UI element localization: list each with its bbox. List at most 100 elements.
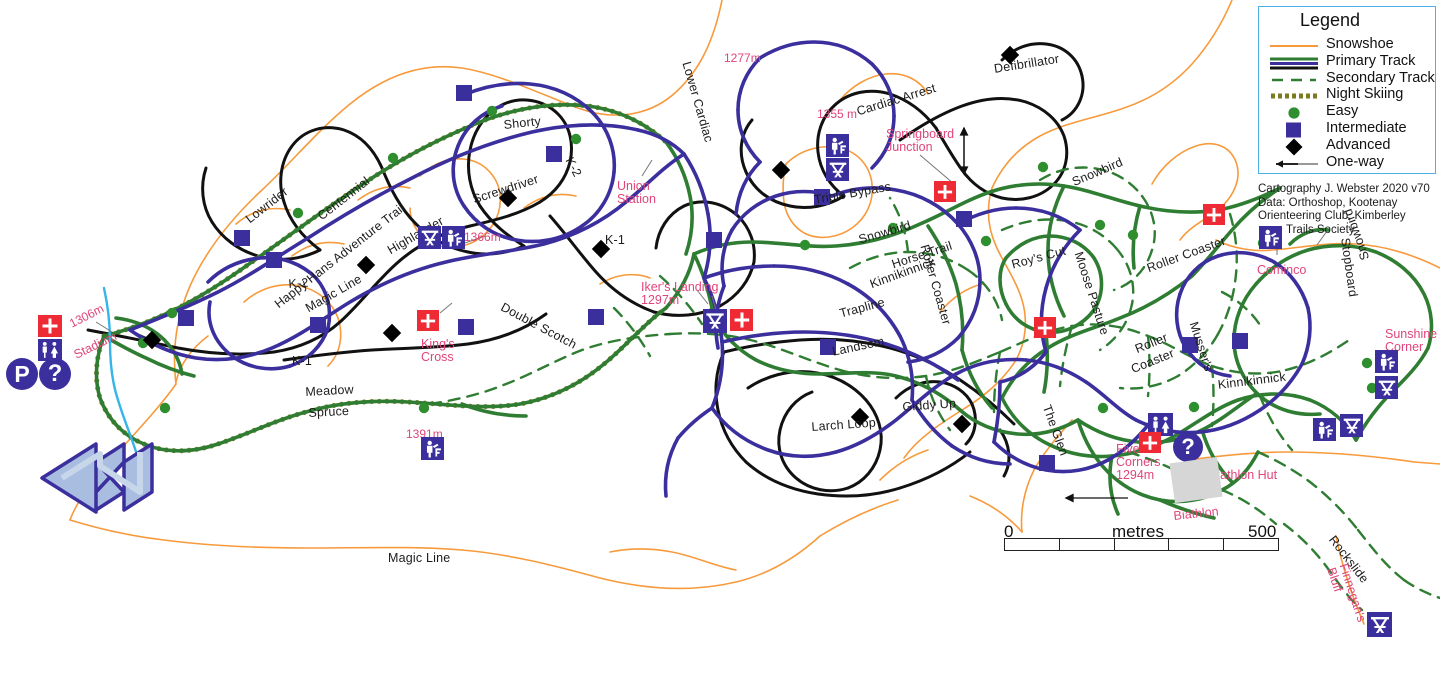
first-aid-icon xyxy=(934,181,956,202)
place-name-label: Springboard Junction xyxy=(886,127,955,154)
legend-item-snowshoe: Snowshoe xyxy=(1268,36,1438,55)
legend-item-label: Night Skiing xyxy=(1326,86,1404,103)
easy-marker xyxy=(387,152,399,164)
warming-hut-icon xyxy=(1313,418,1336,441)
easy-marker xyxy=(292,207,304,219)
easy-marker xyxy=(1361,357,1373,369)
advanced-marker xyxy=(356,255,376,275)
easy-marker xyxy=(1188,401,1200,413)
warming-hut-icon xyxy=(421,437,444,460)
parking-icon: P xyxy=(6,358,38,390)
black-diamond-icon xyxy=(1268,138,1320,156)
warming-hut-icon xyxy=(442,226,465,249)
elevation-label: 1366m xyxy=(464,230,501,244)
legend-item-label: One-way xyxy=(1326,153,1385,170)
blue-square-icon xyxy=(1268,121,1320,139)
easy-marker xyxy=(418,402,430,414)
legend-item-label: Primary Track xyxy=(1326,52,1416,69)
scale-min-label: 0 xyxy=(1004,522,1014,541)
advanced-marker xyxy=(591,239,611,259)
triple-stacked-line-icon xyxy=(1268,54,1320,72)
legend-item-night-skiing: Night Skiing xyxy=(1268,86,1438,105)
secondary-green-trails xyxy=(428,166,1440,612)
intermediate-marker xyxy=(706,232,722,248)
first-aid-icon xyxy=(1203,204,1225,225)
elevation-label: 1277m xyxy=(724,51,761,65)
place-name-label: Cominco xyxy=(1257,263,1307,277)
solid-orange-line-icon xyxy=(1268,37,1320,55)
intermediate-marker xyxy=(234,230,250,246)
legend-item-label: Intermediate xyxy=(1326,120,1407,136)
legend-item-label: Snowshoe xyxy=(1326,36,1394,52)
intermediate-marker xyxy=(820,339,836,355)
easy-marker xyxy=(887,222,899,234)
legend-item-label: Advanced xyxy=(1326,136,1391,153)
intermediate-marker xyxy=(546,146,562,162)
first-aid-icon xyxy=(1034,317,1056,338)
place-name-label: Biathlon Hut xyxy=(1209,468,1278,482)
left-arrow-icon xyxy=(1268,155,1320,173)
scale-unit-label: metres xyxy=(1112,522,1164,541)
advanced-marker xyxy=(771,160,791,180)
intermediate-marker xyxy=(266,252,282,268)
legend-item-label: Easy xyxy=(1326,103,1359,120)
advanced-markers xyxy=(142,45,1020,434)
biathlon-range-shape xyxy=(1169,456,1223,504)
legend-item-intermediate: Intermediate xyxy=(1268,120,1438,139)
intermediate-marker xyxy=(814,189,830,205)
intermediate-marker xyxy=(310,317,326,333)
place-name-label: Iker's Landing 1297m xyxy=(641,280,719,307)
elevation-label: 1355 m xyxy=(817,107,858,121)
picnic-icon xyxy=(1375,376,1398,399)
trail-name-label: Meadow xyxy=(305,382,355,399)
easy-marker xyxy=(486,105,498,117)
picnic-icon xyxy=(418,226,441,249)
first-aid-icon xyxy=(730,309,753,331)
advanced-marker xyxy=(382,323,402,343)
legend-item-one-way: One-way xyxy=(1268,153,1438,173)
intermediate-marker xyxy=(1232,333,1248,349)
easy-marker xyxy=(1037,161,1049,173)
trail-name-label: Spruce xyxy=(308,403,350,420)
intermediate-marker xyxy=(458,319,474,335)
picnic-icon xyxy=(1367,612,1392,637)
easy-marker xyxy=(799,239,811,251)
easy-marker xyxy=(159,402,171,414)
intermediate-marker xyxy=(1182,337,1198,353)
one-way-arrows xyxy=(959,126,1128,503)
legend-item-advanced: Advanced xyxy=(1268,136,1438,156)
legend-title: Legend xyxy=(1300,10,1361,30)
advanced-marker xyxy=(498,188,518,208)
intermediate-marker xyxy=(178,310,194,326)
washroom-icon xyxy=(38,339,62,361)
advanced-marker xyxy=(1000,45,1020,65)
first-aid-icon xyxy=(1139,432,1161,453)
easy-marker xyxy=(570,133,582,145)
warming-hut-icon xyxy=(826,134,849,157)
credit-line: Orienteering Club, Kimberley xyxy=(1258,210,1406,222)
scale-max-label: 500 xyxy=(1248,522,1277,541)
scale-bar xyxy=(1004,538,1279,551)
intermediate-marker xyxy=(456,85,472,101)
intermediate-marker xyxy=(588,309,604,325)
easy-marker xyxy=(1097,402,1109,414)
washroom-icon xyxy=(1148,413,1173,436)
creek xyxy=(102,286,140,460)
green-circle-icon xyxy=(1268,104,1320,122)
trail-name-label: K-1 xyxy=(292,354,313,368)
easy-marker xyxy=(166,307,178,319)
picnic-icon xyxy=(703,309,727,333)
intermediate-markers xyxy=(178,85,1248,471)
information-icon: ? xyxy=(39,358,71,390)
information-icon: ? xyxy=(1173,432,1203,462)
legend-item-secondary-track: Secondary Track xyxy=(1268,70,1438,89)
intermediate-marker xyxy=(1039,455,1055,471)
place-name-label: King's Cross xyxy=(421,337,455,364)
dotted-olive-line-icon xyxy=(1268,87,1320,105)
first-aid-icon xyxy=(417,310,439,331)
credit-line: Cartography J. Webster 2020 v70 xyxy=(1258,183,1430,195)
